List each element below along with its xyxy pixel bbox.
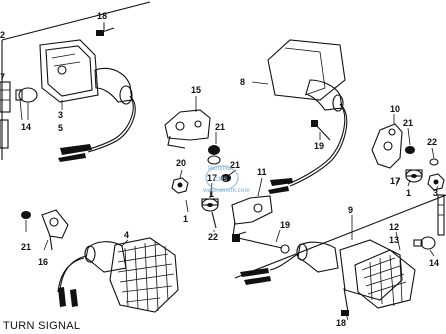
mounting-bolt-19-center <box>311 120 331 141</box>
leader-lines <box>25 22 439 321</box>
callout-1-center: 1 <box>183 214 188 224</box>
diagram-caption: TURN SIGNAL <box>3 320 80 332</box>
callout-11: 11 <box>257 167 267 177</box>
callout-5: 5 <box>58 123 63 133</box>
callout-1-center-b: 1 <box>209 189 214 199</box>
bulb-socket-6 <box>437 194 445 236</box>
rear-right-bulb <box>413 236 436 250</box>
mounting-bracket-15 <box>164 109 211 149</box>
callout-21-mid: 21 <box>230 160 240 170</box>
bolt-22-center <box>211 211 217 229</box>
spacer-17-right <box>405 169 423 183</box>
front-left-signal-wire <box>58 95 136 162</box>
callout-3: 3 <box>58 110 63 120</box>
callout-12: 12 <box>389 222 399 232</box>
callout-17-center: 17 <box>207 173 217 183</box>
callout-1-right: 1 <box>406 188 411 198</box>
callout-22-right: 22 <box>427 137 437 147</box>
callout-7: 7 <box>0 72 5 82</box>
callout-13: 13 <box>389 235 399 245</box>
callout-15: 15 <box>191 85 201 95</box>
callout-8: 8 <box>240 77 245 87</box>
nut-20 <box>171 177 189 194</box>
callout-14-right: 14 <box>429 258 439 268</box>
watermark-middle-text: CMS <box>214 177 227 183</box>
callout-17-right: 17 <box>390 176 400 186</box>
mounting-bolt-19-lower <box>232 234 290 254</box>
callout-22-center: 22 <box>208 232 218 242</box>
callout-19-center: 19 <box>314 141 324 151</box>
mounting-bolt-18-top <box>96 24 115 36</box>
mounting-bracket-16 <box>21 209 69 251</box>
washer-21-center <box>207 145 221 165</box>
front-left-signal-housing <box>0 39 133 149</box>
mounting-bracket-11 <box>231 195 273 237</box>
callout-4: 4 <box>124 230 129 240</box>
callout-18-top: 18 <box>97 11 107 21</box>
watermark-bottom-text: www.cmsnl.com <box>202 188 250 194</box>
mounting-bolt-18-bottom <box>341 287 349 316</box>
spacer-17 <box>201 198 219 212</box>
callout-18-bottom: 18 <box>336 318 346 328</box>
callout-9: 9 <box>348 205 353 215</box>
mounting-bracket-10 <box>371 123 403 169</box>
front-right-signal-housing <box>267 39 348 194</box>
watermark-top-text: Partzilla <box>208 166 232 172</box>
callout-21-left: 21 <box>21 242 31 252</box>
washer-21-right-group <box>405 146 415 154</box>
rear-left-signal-housing <box>57 237 179 313</box>
watermark-stamp: Partzilla CMS www.cmsnl.com <box>202 165 250 194</box>
rear-right-group-border <box>234 194 446 279</box>
callout-19-lower: 19 <box>280 220 290 230</box>
washer-22-right <box>429 158 439 166</box>
callout-2: 2 <box>0 30 5 40</box>
callout-21-right: 21 <box>403 118 413 128</box>
callout-21-center: 21 <box>215 122 225 132</box>
callout-labels: 18 2 7 3 5 14 8 15 21 19 10 21 22 20 21 … <box>0 11 439 328</box>
callout-16: 16 <box>38 257 48 267</box>
callout-3-right: 3 <box>433 188 438 198</box>
nut-1-right <box>427 173 445 191</box>
front-left-bulb <box>15 87 38 121</box>
callout-20: 20 <box>176 158 186 168</box>
callout-14-left: 14 <box>21 122 31 132</box>
callout-10: 10 <box>390 104 400 114</box>
rear-right-signal-housing <box>240 239 416 309</box>
